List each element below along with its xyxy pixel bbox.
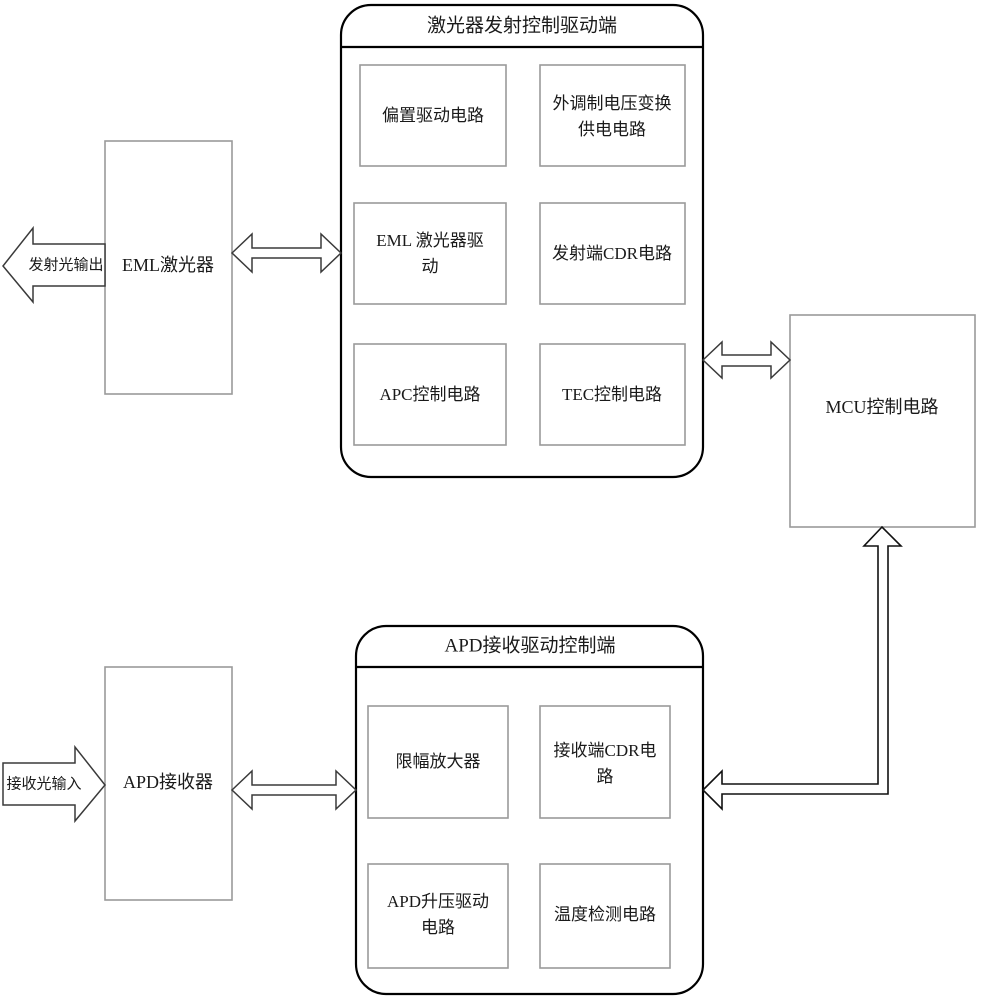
mcu-control-label: MCU控制电路	[825, 397, 938, 417]
mcu-control-node[interactable]: MCU控制电路	[789, 314, 976, 528]
unit-ext-modulation-voltage-supply-label-line2: 供电电路	[578, 120, 646, 139]
rx-optical-input-label: 接收光输入	[6, 775, 81, 792]
unit-rx-cdr-circuit-label-line2: 路	[597, 767, 614, 786]
apd-receiver-box[interactable]	[104, 666, 233, 901]
unit-apd-boost-driver-circuit[interactable]	[367, 863, 509, 969]
unit-tec-control-circuit-label: TEC控制电路	[562, 385, 662, 404]
bidirectional-arrow-icon	[230, 769, 358, 811]
tx-optical-output-port: 发射光输出	[2, 225, 106, 305]
bidirectional-arrow-icon	[230, 232, 343, 274]
unit-ext-modulation-voltage-supply[interactable]	[539, 64, 686, 167]
mcu-control-box[interactable]	[789, 314, 976, 528]
unit-apd-boost-driver-circuit-label-line1: APD升压驱动	[387, 892, 489, 911]
tx-optical-output-arrow-icon	[2, 225, 106, 305]
unit-apc-control-circuit-label: APC控制电路	[379, 385, 480, 404]
unit-limiting-amplifier[interactable]	[367, 705, 509, 819]
unit-eml-laser-driver[interactable]	[353, 202, 507, 305]
unit-tx-cdr-circuit-label: 发射端CDR电路	[552, 244, 672, 263]
unit-tx-cdr-circuit[interactable]	[539, 202, 686, 305]
unit-apd-boost-driver-circuit-label-line2: 电路	[421, 918, 455, 937]
transmitter-group-title: 激光器发射控制驱动端	[427, 14, 617, 36]
rx-optical-input-arrow-icon	[2, 744, 106, 824]
receiver-group: APD接收驱动控制端 限幅放大器 接收端CDR电 路 APD升压驱动 电路 温度…	[354, 624, 705, 996]
unit-tec-control-circuit[interactable]	[539, 343, 686, 446]
unit-rx-cdr-circuit-label-line1: 接收端CDR电	[554, 741, 657, 760]
elbow-arrow-icon	[701, 525, 903, 811]
connector-receiver-to-mcu	[701, 525, 903, 811]
rx-optical-input-port: 接收光输入	[2, 744, 106, 824]
unit-temperature-detection-circuit[interactable]	[539, 863, 671, 969]
unit-rx-cdr-circuit[interactable]	[539, 705, 671, 819]
unit-ext-modulation-voltage-supply-label-line1: 外调制电压变换	[553, 94, 672, 113]
bidirectional-arrow-icon	[701, 340, 792, 380]
unit-bias-drive-circuit[interactable]	[359, 64, 507, 167]
unit-temperature-detection-circuit-label: 温度检测电路	[554, 905, 656, 924]
unit-eml-laser-driver-label-line1: EML 激光器驱	[376, 231, 484, 250]
tx-optical-output-label: 发射光输出	[28, 256, 103, 273]
transmitter-group: 激光器发射控制驱动端 偏置驱动电路 外调制电压变换 供电电路 EML 激光器驱 …	[339, 3, 705, 479]
unit-limiting-amplifier-label: 限幅放大器	[396, 752, 481, 771]
receiver-group-title: APD接收驱动控制端	[444, 634, 615, 656]
eml-laser-label: EML激光器	[122, 255, 214, 275]
eml-laser-node[interactable]: EML激光器	[104, 140, 233, 395]
connector-eml-to-transmitter	[230, 232, 343, 274]
unit-apc-control-circuit[interactable]	[353, 343, 507, 446]
connector-transmitter-to-mcu	[701, 340, 792, 380]
connector-apd-to-receiver	[230, 769, 358, 811]
unit-eml-laser-driver-label-line2: 动	[422, 257, 439, 276]
unit-bias-drive-circuit-label: 偏置驱动电路	[382, 106, 484, 125]
apd-receiver-label: APD接收器	[123, 772, 213, 792]
apd-receiver-node[interactable]: APD接收器	[104, 666, 233, 901]
